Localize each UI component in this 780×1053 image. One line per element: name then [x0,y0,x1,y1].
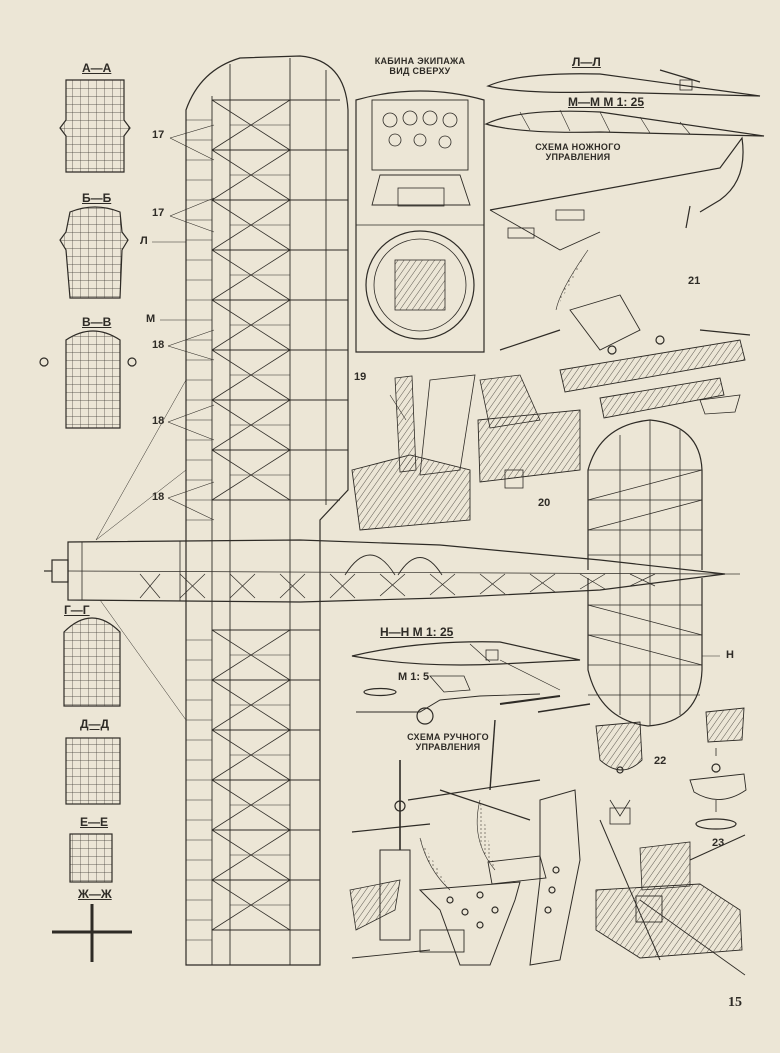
callout-17-lower: 17 [152,207,165,219]
section-label-ee: Е—Е [80,815,109,829]
callout-23: 23 [712,837,725,849]
foot-control-caption-line1: СХЕМА НОЖНОГО [535,142,621,152]
fuselage-drawing [44,379,740,721]
foot-control-caption-line2: УПРАВЛЕНИЯ [545,152,611,163]
section-label-zhzh: Ж—Ж [78,887,112,901]
section-zhzh-drawing [52,904,132,962]
control-cable-detail [356,675,591,725]
bracket-detail-22 [595,707,747,830]
section-label-bb: Б—Б [82,191,112,205]
side-letter-l: Л [140,235,148,247]
side-letter-n: Н [726,649,734,661]
section-label-dd: Д—Д [80,717,110,731]
wood-joints-drawing [351,374,581,531]
section-label-aa: А—А [82,61,112,75]
profile-label-nn: Н—Н М 1: 25 [380,625,454,639]
callout-18-a: 18 [152,339,165,351]
hand-control-caption-line2: УПРАВЛЕНИЯ [415,742,481,753]
cockpit-caption: КАБИНА ЭКИПАЖА ВИД СВЕРХУ [370,56,470,77]
foot-control-scheme [489,136,744,311]
bracket-detail-23 [595,819,746,976]
callout-20: 20 [538,497,551,509]
section-dd-drawing [65,737,121,805]
hand-control-caption-line1: СХЕМА РУЧНОГО [407,732,489,742]
tailplane-drawing [587,419,720,727]
scale-label-1-5: М 1: 5 [398,671,430,683]
callout-18-c: 18 [152,491,165,503]
cockpit-caption-line1: КАБИНА ЭКИПАЖА [374,56,466,66]
foot-control-caption: СХЕМА НОЖНОГО УПРАВЛЕНИЯ [528,142,628,163]
cockpit-top-view [355,90,485,353]
section-gg-drawing [63,617,121,707]
profile-nn [351,641,581,691]
cockpit-caption-line2: ВИД СВЕРХУ [389,66,451,77]
callout-19: 19 [354,371,367,383]
callout-18-b: 18 [152,415,165,427]
callout-22: 22 [654,755,667,767]
callout-17-upper: 17 [152,129,165,141]
hand-control-scheme [349,719,581,966]
profile-mm [484,109,765,137]
pedal-assembly-drawing [499,294,751,419]
section-label-vv: В—В [82,315,112,329]
profile-label-mm: М—М М 1: 25 [568,95,645,109]
section-vv-drawing [39,330,137,429]
page-number: 15 [728,995,742,1010]
side-letter-m: М [146,313,156,325]
wing-plan [152,55,349,966]
hand-control-caption: СХЕМА РУЧНОГО УПРАВЛЕНИЯ [398,732,498,753]
section-bb-drawing [59,206,129,299]
section-aa-drawing [59,79,131,173]
profile-label-ll: Л—Л [572,55,601,69]
section-ee-drawing [69,833,113,883]
section-label-gg: Г—Г [64,603,90,617]
callout-21: 21 [688,275,701,287]
profile-ll [486,69,761,97]
